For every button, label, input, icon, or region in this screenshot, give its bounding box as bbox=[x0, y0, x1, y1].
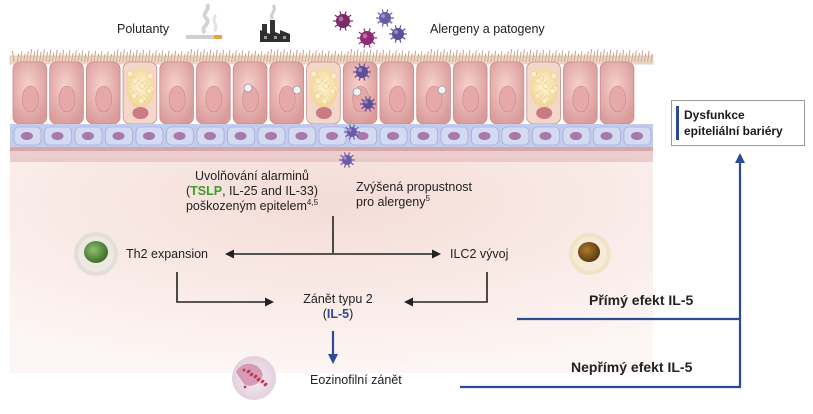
indirect-effect-label: Nepřímý efekt IL-5 bbox=[571, 359, 693, 375]
inflammation-open-paren: ( bbox=[322, 307, 327, 321]
direct-effect-label: Přímý efekt IL-5 bbox=[589, 292, 694, 308]
allergens-label: Alergeny a patogeny bbox=[430, 22, 545, 36]
ilc2-label: ILC2 vývoj bbox=[450, 247, 509, 261]
barrier-dysfunction-box: Dysfunkce epiteliální bariéry bbox=[671, 100, 805, 146]
arrow-ilc2-to-inflammation bbox=[404, 272, 488, 307]
alarmins-line2: (TSLP, IL-25 and IL-33) bbox=[162, 184, 342, 199]
permeability-text: Zvýšená propustnost pro alergeny5 bbox=[356, 180, 472, 210]
allergen-particle-icon bbox=[389, 25, 407, 43]
inflammation-close-paren: ) bbox=[349, 307, 354, 321]
tslp-label: TSLP bbox=[190, 184, 223, 198]
tissue-background bbox=[10, 158, 653, 373]
alarmins-text: Uvolňování alarminů (TSLP, IL-25 and IL-… bbox=[162, 169, 342, 214]
eosinophilic-label: Eozinofilní zánět bbox=[310, 373, 402, 387]
inflammation-line1: Zánět typu 2 bbox=[303, 292, 373, 306]
cilia bbox=[9, 48, 654, 65]
alarmins-line1: Uvolňování alarminů bbox=[195, 169, 309, 183]
allergen-particle-icon bbox=[360, 96, 376, 112]
th2-cell-icon bbox=[74, 232, 118, 276]
alarmins-line3: poškozeným epitelem4,5 bbox=[162, 199, 342, 214]
epithelium-layer bbox=[12, 61, 635, 125]
inflammation-line2: (IL-5) bbox=[273, 307, 403, 322]
smoke-icon bbox=[186, 2, 222, 39]
factory-icon bbox=[260, 4, 290, 42]
barrier-box-accent bbox=[676, 106, 679, 140]
eosinophil-icon bbox=[232, 356, 276, 400]
barrier-box-line2: epiteliální bariéry bbox=[684, 124, 783, 138]
permeability-line2-text: pro alergeny bbox=[356, 195, 426, 209]
permeability-line2: pro alergeny5 bbox=[356, 195, 472, 210]
basal-cells bbox=[13, 126, 652, 146]
alarmins-line2-rest: , IL-25 and IL-33) bbox=[222, 184, 319, 198]
ilc2-cell-icon bbox=[569, 233, 611, 275]
barrier-box-text: Dysfunkce epiteliální bariéry bbox=[684, 107, 783, 139]
indirect-effect-arrow bbox=[460, 153, 745, 389]
allergen-particles bbox=[333, 9, 407, 168]
inflammation-text: Zánět typu 2 (IL-5) bbox=[273, 292, 403, 322]
allergen-particle-icon bbox=[344, 124, 360, 140]
arrow-th2-to-inflammation bbox=[176, 272, 274, 307]
allergen-particle-icon bbox=[339, 152, 355, 168]
allergen-particle-icon bbox=[357, 28, 377, 48]
alarmins-line3-text: poškozeným epitelem bbox=[185, 199, 307, 213]
allergen-particle-icon bbox=[353, 63, 371, 81]
allergen-particle-icon bbox=[376, 9, 394, 27]
permeability-ref: 5 bbox=[425, 194, 430, 203]
pollutants-label: Polutanty bbox=[117, 22, 170, 36]
alarmins-open-paren: ( bbox=[185, 184, 191, 198]
barrier-box-line1: Dysfunkce bbox=[684, 108, 745, 122]
alarmins-ref: 4,5 bbox=[306, 198, 319, 207]
permeability-line1: Zvýšená propustnost bbox=[356, 180, 473, 194]
th2-label: Th2 expansion bbox=[126, 247, 209, 261]
allergen-particle-icon bbox=[333, 11, 353, 31]
il5-label: IL-5 bbox=[326, 307, 350, 321]
